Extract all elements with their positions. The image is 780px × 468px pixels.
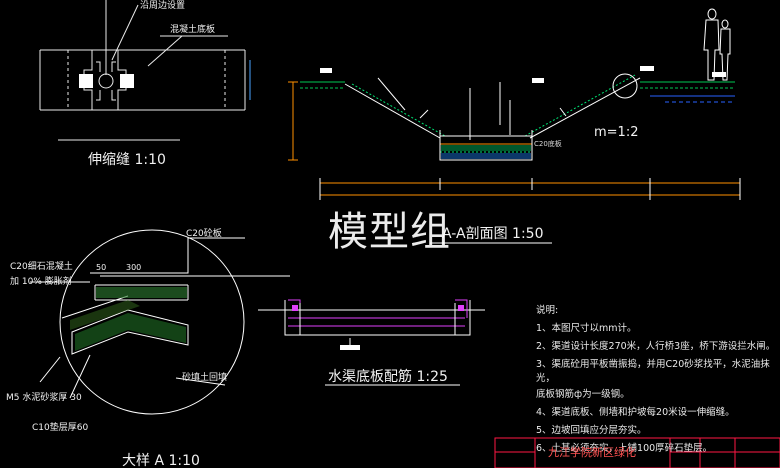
backfill-label: 砂填土回填 xyxy=(182,373,228,383)
rebar-title: 水渠底板配筋 1:25 xyxy=(328,369,448,385)
title-block-frame xyxy=(494,437,780,468)
cushion-label: C10垫层厚60 xyxy=(32,423,89,433)
concrete-slab-label: 混凝土底板 xyxy=(170,25,216,35)
dim-50: 50 xyxy=(96,263,107,272)
human-figures xyxy=(703,8,731,81)
fine-stone-concrete-label: C20细石混凝土 xyxy=(10,262,73,272)
c20-slab-label: C20砼板 xyxy=(186,229,222,239)
c20-bottom-label: C20底板 xyxy=(534,140,562,148)
section-hatch xyxy=(441,145,531,159)
expansion-joint-title: 伸缩缝 1:10 xyxy=(88,152,166,168)
note-item: 6、土基必须夯实，上铺100厚碎石垫层。 xyxy=(536,443,713,454)
edge-setting-label: 沿周边设置 xyxy=(140,1,186,11)
section-labels xyxy=(320,66,726,83)
detail-a-title: 大样 A 1:10 xyxy=(122,453,200,468)
slope-label: m=1:2 xyxy=(594,125,639,140)
section-drawing xyxy=(288,73,741,244)
note-item: 2、渠道设计长度270米，人行桥3座，桥下游设拦水闸。 xyxy=(536,341,776,352)
note-item: 4、渠道底板、侧墙和护坡每20米设一伸缩缝。 xyxy=(536,407,735,418)
note-item: 底板钢筋ф为一级钢。 xyxy=(536,389,630,400)
expansion-agent-label: 加 10% 膨胀剂 xyxy=(10,277,72,287)
expansion-joint-drawing xyxy=(39,0,251,141)
watermark-text: 模型组 xyxy=(328,209,451,255)
notes-heading: 说明: xyxy=(536,305,559,316)
project-name: 九江学院新区绿化 xyxy=(548,446,636,459)
dim-300: 300 xyxy=(126,263,142,272)
detail-a-drawing xyxy=(30,229,290,415)
notes-block: 说明: 1、本图尺寸以mm计。 2、渠道设计长度270米，人行桥3座，桥下游设拦… xyxy=(536,302,780,454)
joint-fill xyxy=(79,74,134,88)
note-item: 3、渠底砼用平板凿振捣，并用C20砂浆找平，水泥油抹光， xyxy=(536,359,770,384)
note-item: 1、本图尺寸以mm计。 xyxy=(536,323,637,334)
rebar-marks xyxy=(292,305,464,350)
detail-a-fill xyxy=(70,287,187,351)
mortar-label: M5 水泥砂浆厚 30 xyxy=(6,393,82,403)
note-item: 5、边坡回填应分层夯实。 xyxy=(536,425,647,436)
section-title: A-A剖面图 1:50 xyxy=(442,226,544,242)
